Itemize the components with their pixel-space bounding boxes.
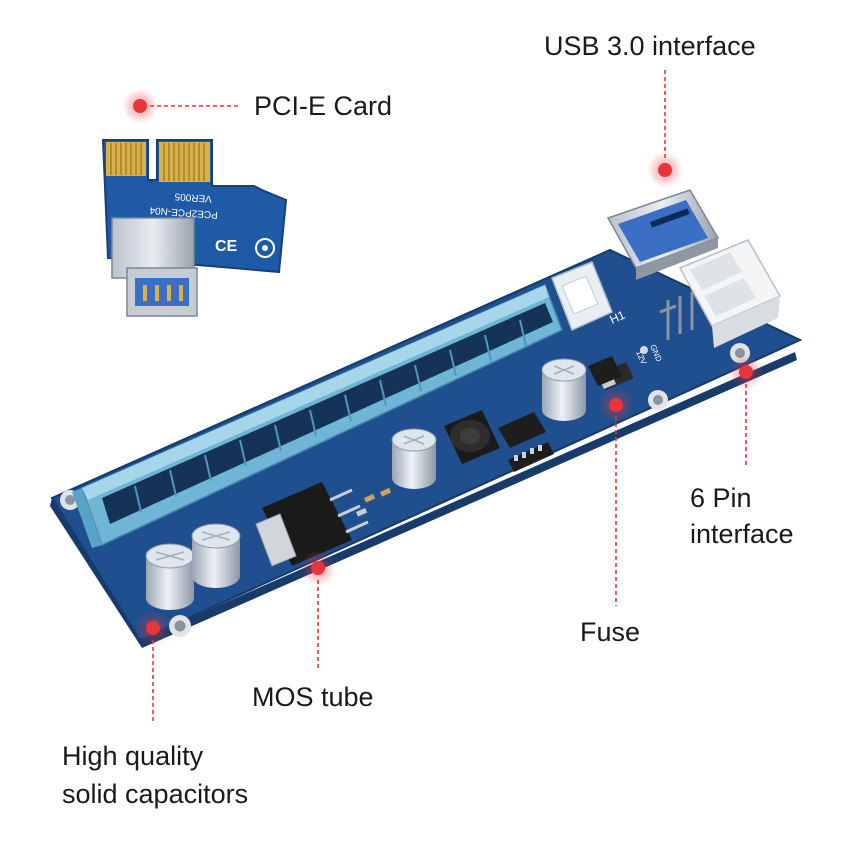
inductor bbox=[444, 410, 500, 464]
label-fuse: Fuse bbox=[580, 617, 641, 647]
capacitor-3 bbox=[391, 428, 437, 489]
capacitor-4 bbox=[541, 358, 587, 421]
mos-tube bbox=[255, 482, 369, 567]
card-ce-mark: CE bbox=[215, 238, 238, 255]
marker-pcie-card bbox=[122, 88, 158, 124]
label-six-pin-line2: interface bbox=[690, 519, 794, 549]
six-pin-connector bbox=[659, 239, 782, 348]
board-edge bbox=[50, 352, 797, 648]
label-capacitors-line2: solid capacitors bbox=[62, 779, 249, 809]
white-clip bbox=[551, 261, 613, 332]
label-pcie-card: PCI-E Card bbox=[254, 91, 393, 121]
card-no-dispose-icon bbox=[255, 238, 275, 258]
capacitor-1 bbox=[145, 543, 195, 610]
marker-capacitors bbox=[135, 610, 171, 646]
pcie-x16-slot bbox=[72, 283, 563, 548]
pcie-card: VER005 PCE2PCE-N04 CE bbox=[101, 139, 288, 317]
label-six-pin-line1: 6 Pin bbox=[690, 483, 752, 513]
card-model-text: PCE2PCE-N04 bbox=[149, 204, 218, 220]
card-version-text: VER005 bbox=[174, 190, 212, 204]
label-capacitors-line1: High quality bbox=[62, 741, 204, 771]
board-h1-label: H1 bbox=[608, 308, 628, 327]
marker-six-pin bbox=[728, 354, 764, 390]
label-mos-tube: MOS tube bbox=[252, 682, 374, 712]
board-usb-port bbox=[606, 189, 720, 280]
leader-lines bbox=[150, 70, 747, 724]
card-usb-port bbox=[111, 217, 198, 317]
label-usb-interface: USB 3.0 interface bbox=[544, 31, 756, 61]
marker-fuse bbox=[598, 387, 634, 423]
markers bbox=[122, 88, 764, 646]
marker-mos bbox=[300, 550, 336, 586]
capacitor-2 bbox=[191, 523, 241, 588]
smd-components bbox=[356, 356, 622, 517]
marker-usb bbox=[647, 152, 683, 188]
riser-board: H1 12V GND bbox=[50, 189, 803, 648]
